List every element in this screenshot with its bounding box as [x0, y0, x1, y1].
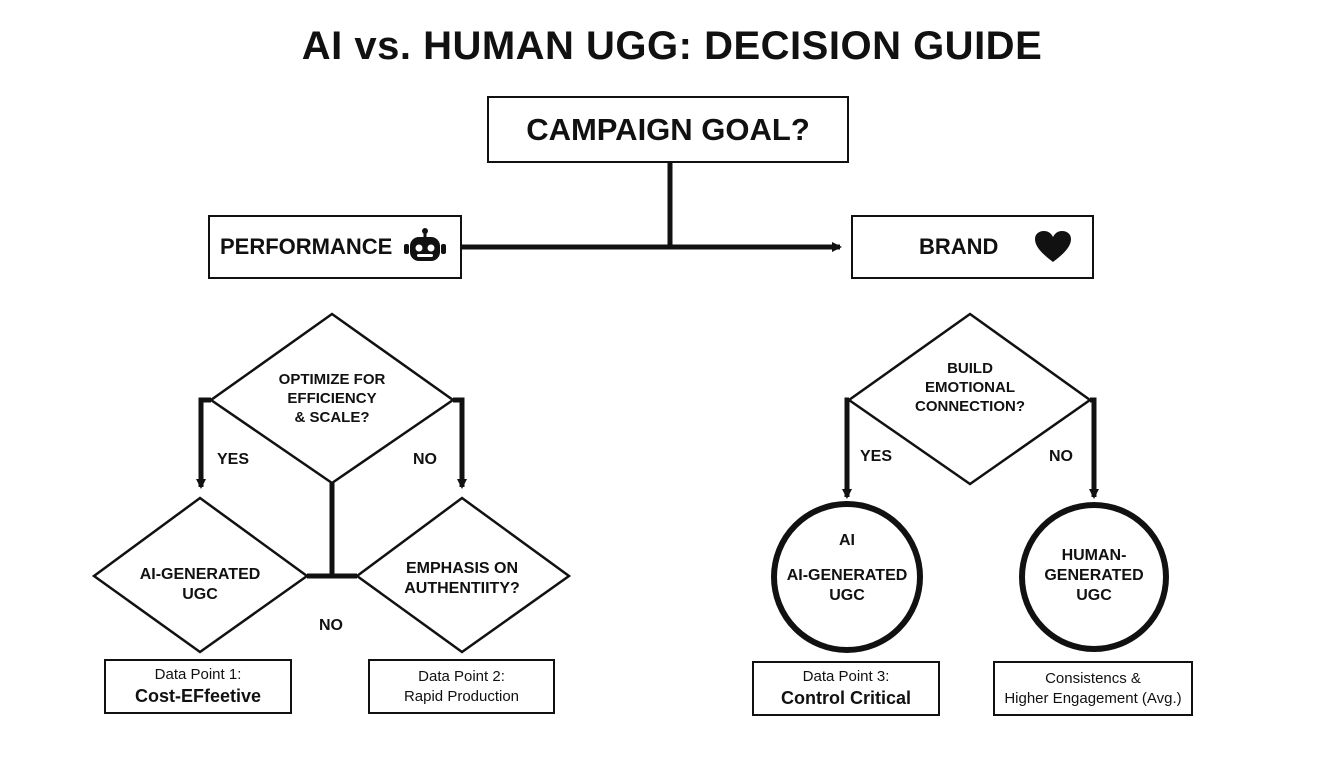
- data-point-3-label: Data Point 3:: [802, 668, 890, 686]
- decision-emotional-text: BUILD EMOTIONAL CONNECTION?: [915, 360, 1025, 415]
- yes-label-right: YES: [860, 448, 893, 465]
- ai-tag: AI: [839, 532, 855, 549]
- robot-icon: [404, 228, 446, 261]
- data-point-2-value: Rapid Production: [403, 687, 520, 705]
- page-title: AI vs. HUMAN UGG: DECISION GUIDE: [301, 24, 1043, 68]
- human-generated-text: HUMAN- GENERATED UGC: [1044, 547, 1144, 604]
- ai-generated-diamond: [91, 496, 310, 654]
- data-point-1-value: Cost-EFfeetive: [134, 685, 262, 706]
- brand-label: BRAND: [919, 234, 999, 259]
- data-point-1-label: Data Point 1:: [154, 666, 242, 684]
- data-point-4-line2: Higher Engagement (Avg.): [1004, 689, 1182, 707]
- no-arrow-left: [453, 397, 467, 489]
- ai-generated-text-left: AI-GENERATED UGC: [139, 566, 261, 603]
- authenticity-text: EMPHASIS ON AUTHENTIITY?: [404, 560, 520, 597]
- data-point-3-value: Control Critical: [780, 687, 911, 708]
- data-point-2-label: Data Point 2:: [418, 668, 505, 685]
- no-label-left: NO: [413, 451, 437, 468]
- no-arrow-right: [1089, 397, 1099, 499]
- decision-efficiency-text: OPTIMIZE FOR EFFICIENCY & SCALE?: [278, 371, 386, 426]
- ai-generated-circle: [771, 501, 923, 653]
- data-point-4-box: Consistencs & Higher Engagement (Avg.): [993, 661, 1193, 716]
- yes-arrow-right: [842, 397, 852, 499]
- performance-label: PERFORMANCE: [220, 234, 393, 259]
- decision-diamond-emotional: [846, 312, 1093, 486]
- campaign-goal-box: CAMPAIGN GOAL?: [487, 96, 849, 163]
- authenticity-diamond: [354, 496, 572, 654]
- yes-label-left: YES: [217, 451, 250, 468]
- human-generated-circle: [1019, 502, 1169, 652]
- data-point-3-box: Data Point 3: Control Critical: [752, 661, 940, 716]
- yes-arrow-left: [196, 397, 211, 489]
- data-point-4-line1: Consistencs &: [1045, 670, 1141, 687]
- data-point-1-box: Data Point 1: Cost-EFfeetive: [104, 659, 292, 714]
- data-point-2-box: Data Point 2: Rapid Production: [368, 659, 555, 714]
- no-label-center: NO: [319, 617, 343, 634]
- ai-generated-text-right: AI-GENERATED UGC: [786, 567, 908, 604]
- no-label-right: NO: [1049, 448, 1073, 465]
- heart-icon: [1035, 231, 1071, 262]
